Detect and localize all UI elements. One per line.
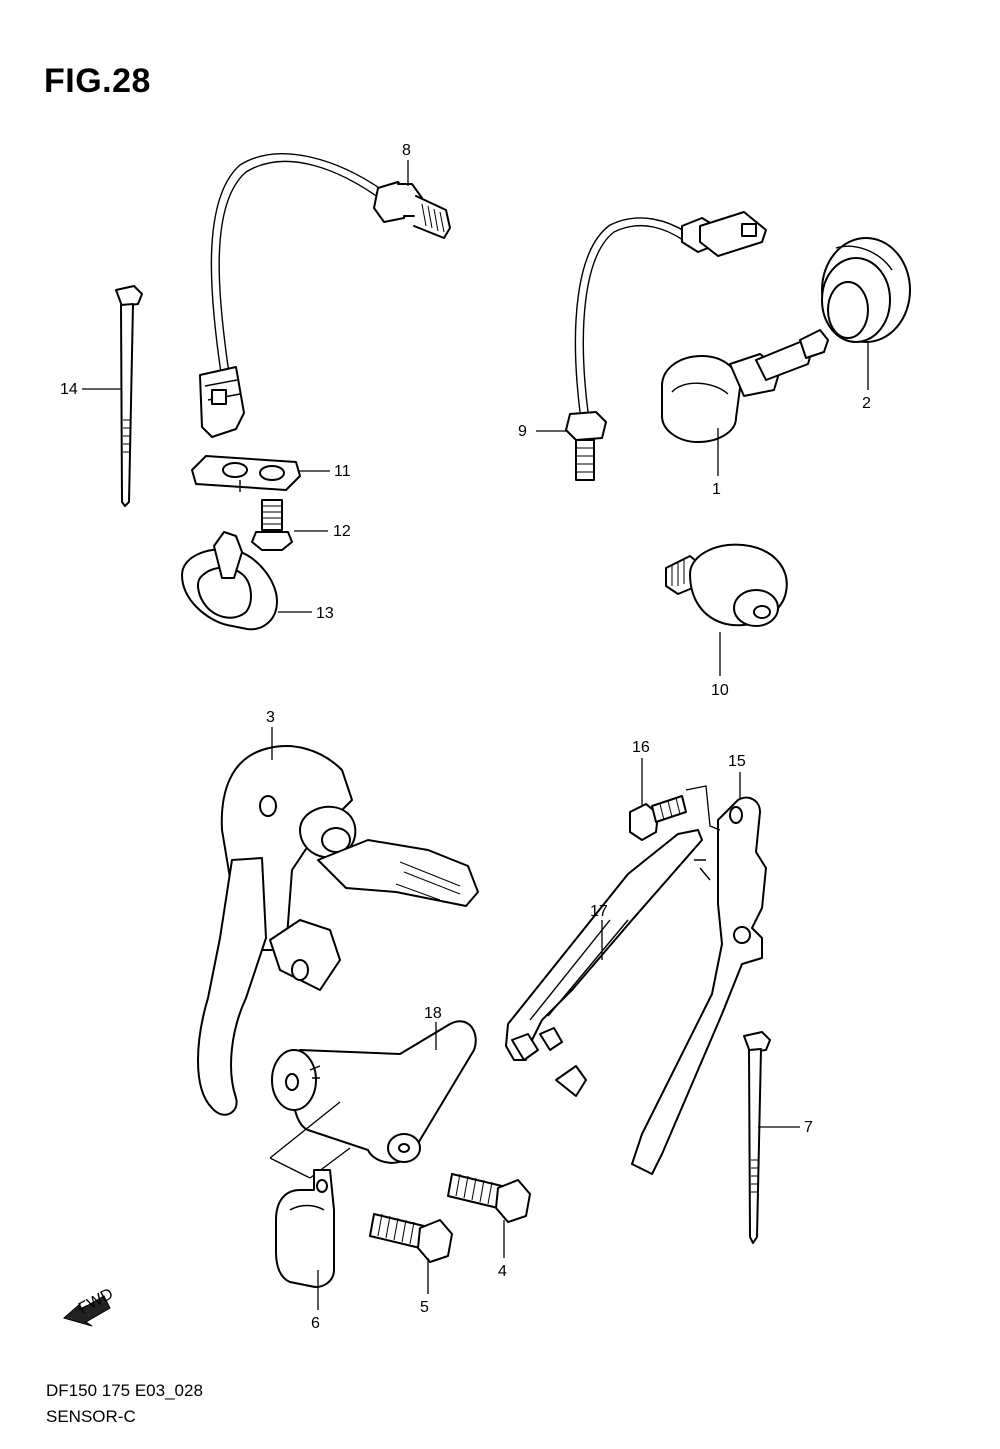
callout-9: 9 [518,423,527,440]
callout-14: 14 [60,381,78,398]
fwd-arrow-icon: FWD [62,1285,116,1327]
callout-2: 2 [862,395,871,412]
figure-title: FIG.28 [44,62,151,100]
callout-7: 7 [804,1119,813,1136]
callout-1: 1 [712,481,721,498]
part-5-bolt[interactable] [369,1213,453,1263]
part-9-sensor-cable[interactable] [565,211,767,481]
part-11-plate[interactable] [191,455,301,492]
callout-11: 11 [334,463,351,480]
part-14-cable-tie[interactable] [115,285,143,507]
part-16-bolt[interactable] [629,795,687,841]
callout-12: 12 [333,523,351,540]
part-10-knock-sensor[interactable] [665,543,788,627]
part-8-sensor-cable[interactable] [199,153,451,438]
callout-18: 18 [424,1005,442,1022]
callout-8: 8 [402,142,411,159]
part-12-bolt[interactable] [251,499,293,551]
callout-15: 15 [728,753,746,770]
part-17-long-bracket[interactable] [505,829,703,1097]
part-13-clamp[interactable] [181,531,278,631]
part-1-sensor[interactable] [661,329,829,443]
part-18-bracket[interactable] [271,1020,477,1164]
part-7-cable-tie[interactable] [743,1031,771,1244]
callout-16: 16 [632,739,650,756]
callout-10: 10 [711,682,729,699]
callout-6: 6 [311,1315,320,1332]
callout-4: 4 [498,1263,507,1280]
figure-name: SENSOR-C [46,1407,136,1426]
callout-5: 5 [420,1299,429,1316]
callout-3: 3 [266,709,275,726]
figure-code: DF150 175 E03_028 [46,1381,203,1400]
part-3-sensor-assembly[interactable] [197,745,479,1116]
part-6-clip[interactable] [275,1169,335,1288]
callout-13: 13 [316,605,334,622]
part-15-bracket[interactable] [631,796,767,1175]
callout-17: 17 [590,903,608,920]
part-4-bolt[interactable] [447,1173,531,1223]
part-2-grommet[interactable] [821,237,911,343]
